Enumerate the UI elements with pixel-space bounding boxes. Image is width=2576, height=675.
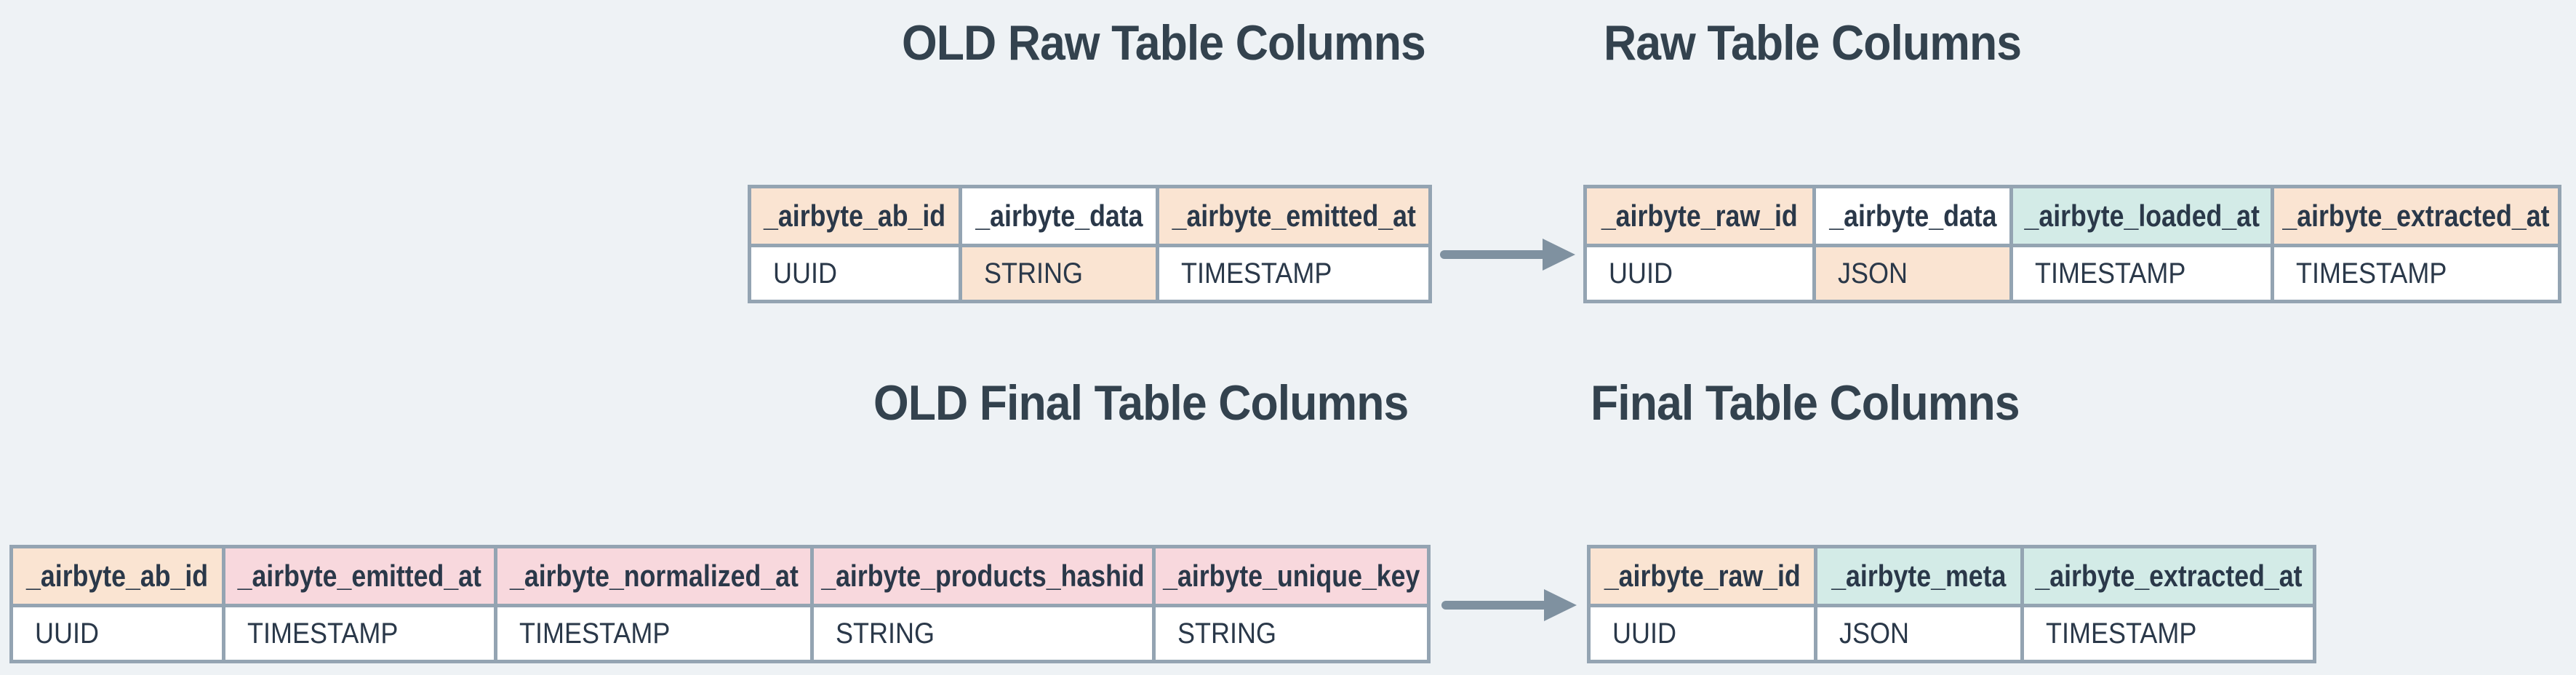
column-header-label: _airbyte_ab_id xyxy=(764,199,946,233)
column-type-label: STRING xyxy=(984,257,1084,289)
column-type-cell: STRING xyxy=(814,607,1152,660)
column-header-cell: _airbyte_data xyxy=(1816,188,2009,244)
raw-table: _airbyte_raw_id _airbyte_data _airbyte_l… xyxy=(1583,185,2561,303)
column-header-label: _airbyte_loaded_at xyxy=(2024,199,2260,233)
column-type-label: UUID xyxy=(1612,617,1677,650)
column-header-cell: _airbyte_ab_id xyxy=(13,548,222,604)
column-header-label: _airbyte_extracted_at xyxy=(2034,559,2303,593)
column-type-cell: STRING xyxy=(1156,607,1427,660)
column-header-cell: _airbyte_raw_id xyxy=(1591,548,1814,604)
column-header-cell: _airbyte_unique_key xyxy=(1156,548,1427,604)
column-type-label: UUID xyxy=(773,257,838,289)
column-header-cell: _airbyte_products_hashid xyxy=(814,548,1152,604)
column-header-label: _airbyte_emitted_at xyxy=(1172,199,1416,233)
column-type-cell: UUID xyxy=(13,607,222,660)
column-header-cell: _airbyte_meta xyxy=(1817,548,2020,604)
column-type-cell: UUID xyxy=(1591,607,1814,660)
column-type-cell: STRING xyxy=(962,247,1156,300)
column-type-cell: JSON xyxy=(1817,607,2020,660)
column-header-cell: _airbyte_emitted_at xyxy=(1159,188,1428,244)
column-type-label: JSON xyxy=(1839,617,1910,650)
column-header-cell: _airbyte_loaded_at xyxy=(2013,188,2271,244)
column-header-label: _airbyte_raw_id xyxy=(1601,199,1798,233)
final-migration-arrow xyxy=(1441,589,1577,621)
column-type-label: UUID xyxy=(35,617,100,650)
column-type-label: TIMESTAMP xyxy=(247,617,399,650)
final-table-title: Final Table Columns xyxy=(1591,375,2020,431)
arrow-head-icon xyxy=(1543,239,1575,271)
column-type-cell: TIMESTAMP xyxy=(497,607,810,660)
column-header-label: _airbyte_ab_id xyxy=(26,559,209,593)
column-header-label: _airbyte_raw_id xyxy=(1604,559,1801,593)
column-type-cell: TIMESTAMP xyxy=(2013,247,2271,300)
final-table: _airbyte_raw_id _airbyte_meta _airbyte_e… xyxy=(1587,545,2316,663)
column-type-label: JSON xyxy=(1838,257,1908,289)
column-type-label: TIMESTAMP xyxy=(519,617,671,650)
column-header-cell: _airbyte_extracted_at xyxy=(2024,548,2313,604)
column-type-label: STRING xyxy=(1177,617,1277,650)
column-header-label: _airbyte_normalized_at xyxy=(509,559,799,593)
old-raw-table-title: OLD Raw Table Columns xyxy=(902,15,1426,71)
column-header-label: _airbyte_extracted_at xyxy=(2282,199,2550,233)
column-type-label: STRING xyxy=(836,617,935,650)
column-type-label: TIMESTAMP xyxy=(1181,257,1332,289)
old-raw-table: _airbyte_ab_id _airbyte_data _airbyte_em… xyxy=(748,185,1432,303)
old-final-table: _airbyte_ab_id _airbyte_emitted_at _airb… xyxy=(9,545,1431,663)
column-header-label: _airbyte_data xyxy=(975,199,1143,233)
column-header-cell: _airbyte_data xyxy=(962,188,1156,244)
column-type-cell: TIMESTAMP xyxy=(2024,607,2313,660)
column-header-cell: _airbyte_raw_id xyxy=(1587,188,1812,244)
column-type-cell: TIMESTAMP xyxy=(225,607,494,660)
column-type-label: UUID xyxy=(1609,257,1673,289)
column-header-label: _airbyte_meta xyxy=(1831,559,2007,593)
arrow-shaft xyxy=(1440,250,1546,259)
column-type-cell: UUID xyxy=(751,247,959,300)
arrow-head-icon xyxy=(1544,589,1577,621)
column-type-cell: TIMESTAMP xyxy=(2274,247,2558,300)
column-header-cell: _airbyte_extracted_at xyxy=(2274,188,2558,244)
column-header-cell: _airbyte_normalized_at xyxy=(497,548,810,604)
column-header-label: _airbyte_products_hashid xyxy=(821,559,1145,593)
raw-table-title: Raw Table Columns xyxy=(1604,15,2022,71)
column-type-cell: TIMESTAMP xyxy=(1159,247,1428,300)
column-header-label: _airbyte_data xyxy=(1828,199,1997,233)
column-header-label: _airbyte_emitted_at xyxy=(237,559,482,593)
column-header-cell: _airbyte_emitted_at xyxy=(225,548,494,604)
column-type-cell: UUID xyxy=(1587,247,1812,300)
column-header-cell: _airbyte_ab_id xyxy=(751,188,959,244)
raw-migration-arrow xyxy=(1440,239,1575,271)
column-type-label: TIMESTAMP xyxy=(2035,257,2186,289)
arrow-shaft xyxy=(1441,601,1548,610)
column-type-label: TIMESTAMP xyxy=(2046,617,2197,650)
column-type-cell: JSON xyxy=(1816,247,2009,300)
column-header-label: _airbyte_unique_key xyxy=(1162,559,1420,593)
column-type-label: TIMESTAMP xyxy=(2296,257,2447,289)
old-final-table-title: OLD Final Table Columns xyxy=(873,375,1409,431)
